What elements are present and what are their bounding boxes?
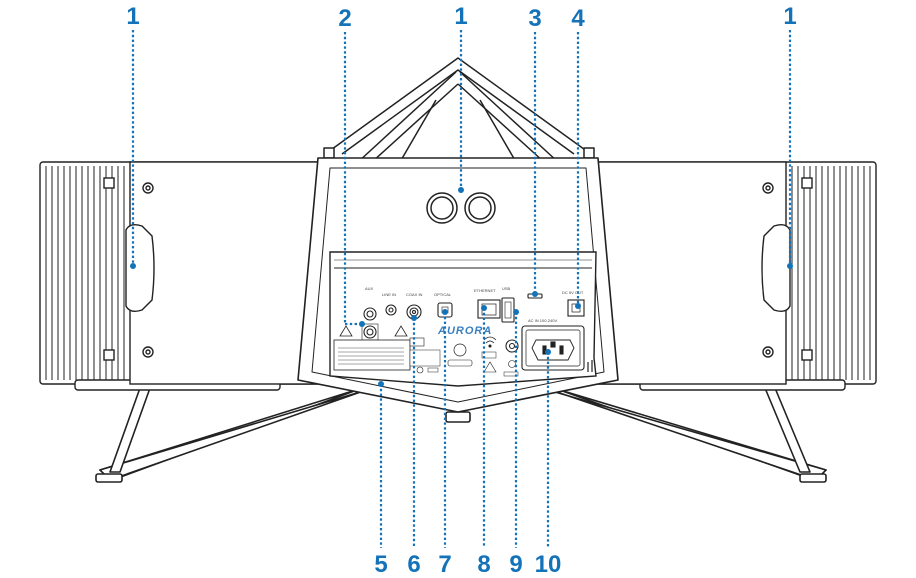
bass-ports: [426, 192, 496, 224]
label-aux: AUX: [365, 286, 374, 291]
callout-2: 2: [338, 5, 351, 32]
label-line: LINE IN: [382, 292, 396, 297]
callout-6: 6: [407, 551, 420, 578]
warning-label: [333, 339, 411, 371]
hires-logo: [447, 359, 473, 367]
top-truss: [323, 57, 595, 163]
ce-icon: [483, 361, 497, 373]
callout-7: 7: [438, 551, 451, 578]
label-optical: OPTICAL: [434, 292, 452, 297]
brand-logo: AURORA: [437, 325, 492, 337]
right-housing: [595, 161, 877, 391]
panel-text: AUX LINE IN COAX IN OPTICAL ETHERNET USB…: [365, 286, 584, 337]
callout-9: 9: [509, 551, 522, 578]
left-housing: [39, 161, 321, 391]
callout-4: 4: [571, 5, 585, 32]
label-coax: COAX IN: [406, 292, 423, 297]
label-block: [409, 349, 441, 367]
callout-1-right: 1: [783, 3, 796, 30]
callout-8: 8: [477, 551, 490, 578]
aptx-logo: [409, 337, 425, 347]
label-ac: AC IN 100-240V: [528, 318, 557, 323]
callout-numbers: 1 2 1 3 4 1 5 6 7 8 9 10: [126, 3, 796, 578]
bluetooth-icon: [416, 366, 424, 374]
callout-10: 10: [535, 551, 562, 578]
label-dc: DC 5V OUT: [562, 290, 584, 295]
callout-1-center: 1: [454, 3, 467, 30]
roon-logo: [453, 343, 467, 357]
callout-5: 5: [374, 551, 387, 578]
callout-lines: [130, 30, 793, 548]
callout-1-left: 1: [126, 3, 139, 30]
label-usb: USB: [502, 286, 511, 291]
label-ethernet: ETHERNET: [474, 288, 496, 293]
callout-3: 3: [528, 5, 541, 32]
